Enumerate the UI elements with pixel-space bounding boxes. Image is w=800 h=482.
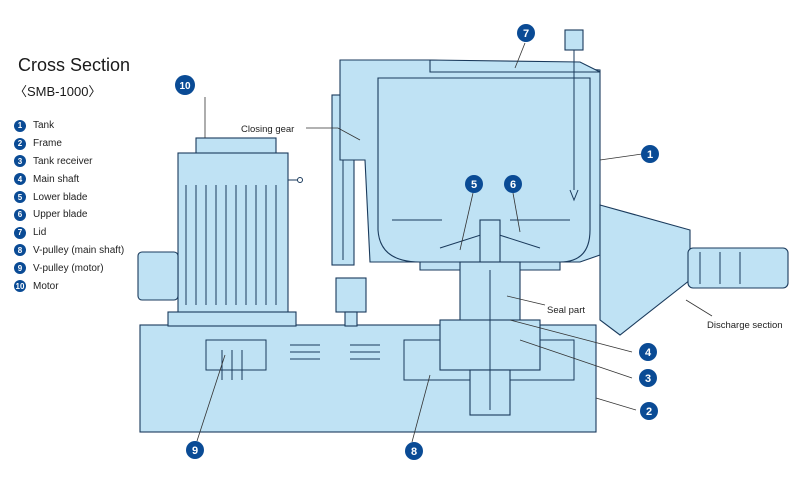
legend-label: Main shaft xyxy=(33,173,80,185)
legend-number: 8 xyxy=(14,244,26,257)
tank xyxy=(339,59,601,271)
marker-2: 2 xyxy=(640,402,658,420)
legend-number: 3 xyxy=(14,155,26,168)
legend-number: 2 xyxy=(14,137,26,150)
leader-line xyxy=(519,339,633,379)
svg-text:7: 7 xyxy=(523,28,529,40)
legend-item: 6 Upper blade xyxy=(14,206,124,224)
leader-line xyxy=(305,127,361,141)
legend-label: Motor xyxy=(33,280,59,292)
legend-label: Tank receiver xyxy=(33,155,93,167)
model-name: 〈SMB-1000〉 xyxy=(14,84,102,99)
svg-text:9: 9 xyxy=(192,445,198,457)
marker-7: 7 xyxy=(517,24,535,42)
legend-label: V-pulley (main shaft) xyxy=(33,244,125,256)
legend-item: 7 Lid xyxy=(14,224,124,242)
marker-1: 1 xyxy=(641,145,659,163)
legend-number: 6 xyxy=(14,208,26,221)
svg-text:5: 5 xyxy=(471,179,477,191)
marker-8: 8 xyxy=(405,442,423,460)
legend-item: 3 Tank receiver xyxy=(14,153,124,171)
marker-10: 10 xyxy=(175,75,195,95)
legend-item: 2 Frame xyxy=(14,135,124,153)
svg-text:10: 10 xyxy=(179,81,191,92)
legend-item: 9 V-pulley (motor) xyxy=(14,259,124,277)
leader-line xyxy=(506,295,546,306)
marker-4: 4 xyxy=(639,343,657,361)
legend-item: 4 Main shaft xyxy=(14,170,124,188)
legend-label: Lower blade xyxy=(33,191,88,203)
svg-text:1: 1 xyxy=(647,149,653,161)
legend-number: 1 xyxy=(14,119,26,132)
legend-label: Tank xyxy=(33,120,55,132)
leader-line xyxy=(509,319,633,353)
legend-item: 8 V-pulley (main shaft) xyxy=(14,242,124,260)
seal-part-label: Seal part xyxy=(547,305,585,316)
leader-line xyxy=(685,299,713,317)
svg-text:2: 2 xyxy=(646,406,652,418)
legend-number: 9 xyxy=(14,262,26,275)
leader-line xyxy=(514,42,526,69)
legend-number: 4 xyxy=(14,173,26,186)
svg-text:3: 3 xyxy=(645,373,651,385)
leader-line xyxy=(411,374,431,443)
discharge-section xyxy=(599,204,789,336)
legend-label: Upper blade xyxy=(33,209,88,221)
legend-label: Lid xyxy=(33,227,47,239)
lid xyxy=(429,29,601,202)
legend-item: 5 Lower blade xyxy=(14,188,124,206)
legend-label: V-pulley (motor) xyxy=(33,262,104,274)
svg-text:8: 8 xyxy=(411,446,417,458)
marker-9: 9 xyxy=(186,441,204,459)
marker-6: 6 xyxy=(504,175,522,193)
closing-gear-label-bg xyxy=(238,121,306,135)
legend-item: 10 Motor xyxy=(14,277,124,295)
legend-number: 7 xyxy=(14,226,26,239)
leader-line xyxy=(512,192,521,233)
diagram-title: Cross Section xyxy=(18,55,131,75)
legend-item: 1 Tank xyxy=(14,117,124,135)
leader-line xyxy=(595,397,637,411)
legend-number: 5 xyxy=(14,191,26,204)
svg-text:6: 6 xyxy=(510,179,516,191)
svg-text:4: 4 xyxy=(645,347,652,359)
marker-3: 3 xyxy=(639,369,657,387)
leader-line xyxy=(599,153,643,161)
discharge-section-label: Discharge section xyxy=(707,320,783,331)
tank-receiver xyxy=(439,261,541,416)
leader-line xyxy=(459,192,474,251)
legend-label: Frame xyxy=(33,138,62,150)
legend-number: 10 xyxy=(14,280,26,293)
leader-line xyxy=(196,354,226,442)
marker-5: 5 xyxy=(465,175,483,193)
closing-gear-label: Closing gear xyxy=(241,124,294,135)
motor xyxy=(137,137,303,327)
